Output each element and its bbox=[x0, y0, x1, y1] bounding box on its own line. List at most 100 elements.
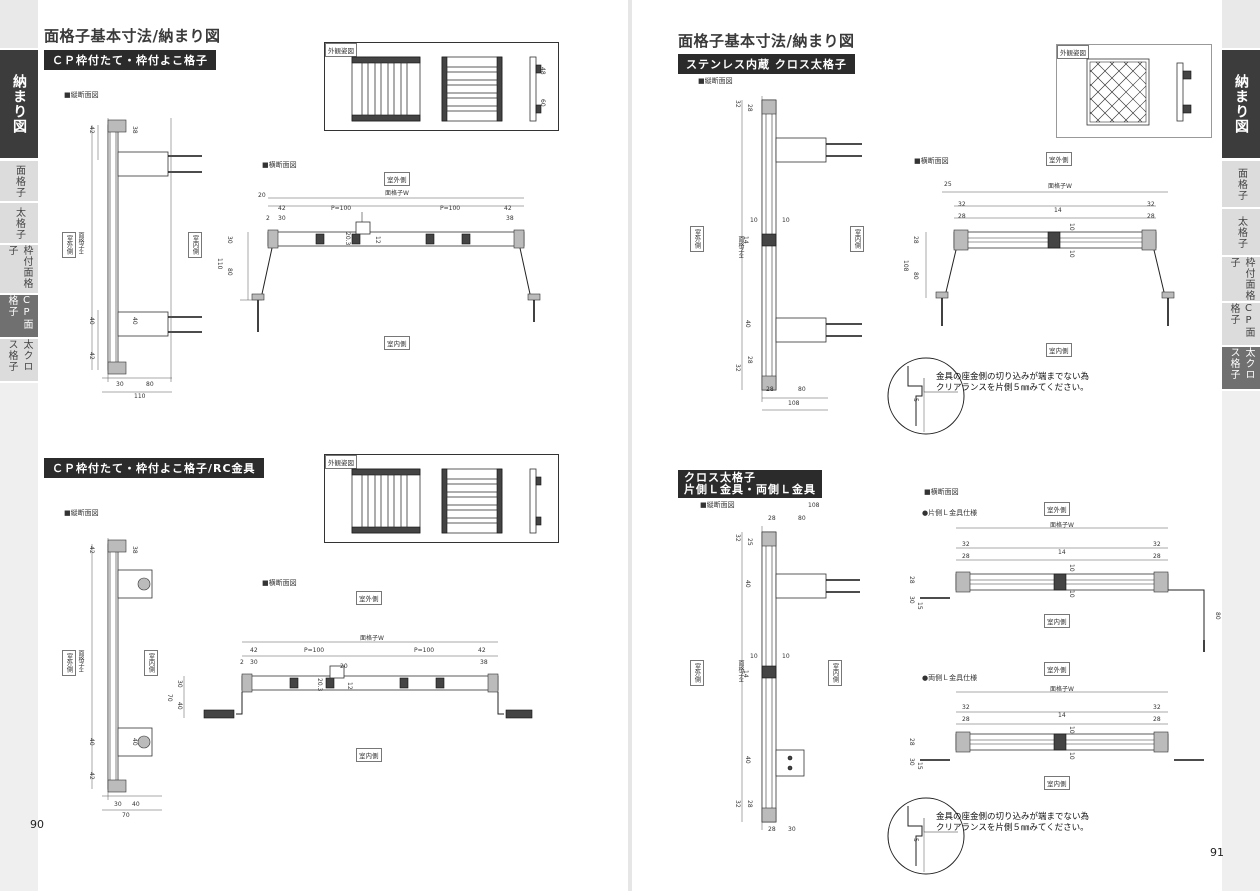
tab-cp-menkoushi-r[interactable]: CP面格子 bbox=[1222, 303, 1260, 345]
note-dim-5-2: 5 bbox=[912, 838, 919, 842]
v-outside-label-1: 室外側 bbox=[62, 232, 76, 258]
tab-futokoushi[interactable]: 太格子 bbox=[0, 203, 38, 243]
r1-hdim-v28: 28 bbox=[912, 236, 919, 244]
r1-vdim-40: 40 bbox=[744, 320, 751, 328]
horizontal-section-drawing-1 bbox=[240, 197, 541, 332]
horizontal-section-label-r1: ■横断面図 bbox=[914, 157, 949, 165]
r2-vdim-28b: 28 bbox=[746, 800, 753, 808]
r1-vdim-10a: 10 bbox=[750, 217, 758, 224]
r2-vdim-28a: 28 bbox=[768, 515, 776, 522]
width-label-2: 面格子W bbox=[360, 635, 384, 642]
tab-main-section[interactable]: 納まり図 bbox=[0, 50, 38, 158]
r1-hdim-v108: 108 bbox=[902, 260, 909, 272]
cross-lattice-drawing bbox=[1086, 58, 1192, 126]
v2dim-40a: 40 bbox=[88, 738, 95, 746]
r-v-inside-label-2: 室内側 bbox=[828, 660, 842, 686]
hdim-p100a: P=100 bbox=[331, 205, 352, 212]
r1-hdim-v10a: 10 bbox=[1068, 223, 1075, 231]
r1-hdim-28b: 28 bbox=[1147, 213, 1155, 220]
h2-dim-32a: 32 bbox=[962, 704, 970, 711]
exterior-view-drawing-2 bbox=[351, 468, 542, 534]
v2dim-38: 38 bbox=[131, 546, 138, 554]
clearance-detail-circle-2 bbox=[887, 797, 965, 875]
h2-dim-v28: 28 bbox=[908, 738, 915, 746]
r2-vdim-32b: 32 bbox=[734, 800, 741, 808]
sub-single-L: ●片側Ｌ金具仕様 bbox=[922, 509, 978, 517]
vdim-40a: 40 bbox=[88, 317, 95, 325]
index-tabs-left: 納まり図 面格子 太格子 枠付面格子 CP面格子 太クロス格子 bbox=[0, 0, 38, 891]
horizontal-section-label-1: ■横断面図 bbox=[262, 161, 297, 169]
tab-wakutsuki[interactable]: 枠付面格子 bbox=[0, 245, 38, 293]
vertical-section-drawing-1 bbox=[91, 118, 202, 393]
exterior-view-label: 外観姿図 bbox=[325, 43, 357, 57]
h2dim-38: 38 bbox=[480, 659, 488, 666]
vertical-section-drawing-r2 bbox=[741, 526, 860, 830]
r2-vdim-10b: 10 bbox=[782, 653, 790, 660]
h2-dim-v15: 15 bbox=[916, 762, 923, 770]
vertical-section-label-r1: ■縦断面図 bbox=[698, 77, 733, 85]
tab-wakutsuki-r[interactable]: 枠付面格子 bbox=[1222, 257, 1260, 301]
vdim-40b: 40 bbox=[131, 317, 138, 325]
hdim-v12: 12 bbox=[374, 236, 381, 244]
tab-blank-r bbox=[1222, 0, 1260, 48]
sub-double-L: ●両側Ｌ金具仕様 bbox=[922, 674, 978, 682]
clearance-note-2-line2: クリアランスを片側５㎜みてください。 bbox=[936, 823, 1089, 833]
r-width-label-2b: 面格子W bbox=[1050, 686, 1074, 693]
tab-blank bbox=[0, 0, 38, 48]
h2dim-v70: 70 bbox=[166, 694, 173, 702]
page-title-r: 面格子基本寸法/納まり図 bbox=[678, 32, 855, 50]
r-width-label-2a: 面格子W bbox=[1050, 522, 1074, 529]
v2dim-40: 40 bbox=[132, 801, 140, 808]
page-91: 納まり図 面格子 太格子 枠付面格子 CP面格子 太クロス格子 面格子基本寸法/… bbox=[632, 0, 1260, 891]
exterior-view-label-2: 外観姿図 bbox=[325, 455, 357, 469]
h1-dim-28a: 28 bbox=[962, 553, 970, 560]
inside-label-2: 室内側 bbox=[356, 748, 382, 762]
r-inside-label-1: 室内側 bbox=[1046, 343, 1072, 357]
h1-dim-v10b: 10 bbox=[1068, 590, 1075, 598]
r2-vdim-30: 30 bbox=[788, 826, 796, 833]
v2dim-42b: 42 bbox=[88, 772, 95, 780]
hdim-p100b: P=100 bbox=[440, 205, 461, 212]
hdim-v110: 110 bbox=[216, 258, 223, 270]
r1-hdim-32a: 32 bbox=[958, 201, 966, 208]
hdim-20: 20 bbox=[258, 192, 266, 199]
side-dim-48: 48 bbox=[539, 67, 546, 75]
h1-dim-v80: 80 bbox=[1214, 612, 1221, 620]
r-height-label-1: 面格子H bbox=[737, 236, 744, 259]
r2-vdim-40b: 40 bbox=[744, 756, 751, 764]
hdim-v20-3: 20.3 bbox=[344, 232, 351, 246]
r1-vdim-80: 80 bbox=[798, 386, 806, 393]
tab-futo-cross-r[interactable]: 太クロス格子 bbox=[1222, 347, 1260, 389]
section-header-cross-L-line2: 片側Ｌ金具・両側Ｌ金具 bbox=[684, 483, 816, 496]
h2dim-42b: 42 bbox=[478, 647, 486, 654]
h2dim-2: 2 bbox=[240, 659, 244, 666]
tab-menkoushi-r[interactable]: 面格子 bbox=[1222, 161, 1260, 207]
vertical-section-drawing-2 bbox=[91, 538, 162, 811]
hdim-2: 2 bbox=[266, 215, 270, 222]
tab-menkoushi[interactable]: 面格子 bbox=[0, 161, 38, 201]
vdim-42b: 42 bbox=[88, 352, 95, 360]
r2-vdim-14: 14 bbox=[742, 670, 749, 678]
r-inside-label-2a: 室内側 bbox=[1044, 614, 1070, 628]
r1-hdim-25: 25 bbox=[944, 181, 952, 188]
r1-vdim-32a: 32 bbox=[734, 100, 741, 108]
h2-dim-v10a: 10 bbox=[1068, 726, 1075, 734]
tab-cp-menkoushi[interactable]: CP面格子 bbox=[0, 295, 38, 337]
h2dim-20: 20 bbox=[340, 663, 348, 670]
vdim-30: 30 bbox=[116, 381, 124, 388]
note-dim-5-1: 5 bbox=[912, 398, 919, 402]
hdim-38: 38 bbox=[506, 215, 514, 222]
r-width-label-1: 面格子W bbox=[1048, 183, 1072, 190]
r2-vdim-32a: 32 bbox=[734, 534, 741, 542]
h1-dim-32a: 32 bbox=[962, 541, 970, 548]
tab-main-section-r[interactable]: 納まり図 bbox=[1222, 50, 1260, 158]
tab-futokoushi-r[interactable]: 太格子 bbox=[1222, 209, 1260, 255]
page-number-91: 91 bbox=[1210, 846, 1224, 859]
h2-dim-v10b: 10 bbox=[1068, 752, 1075, 760]
r-v-outside-label-1: 室外側 bbox=[690, 226, 704, 252]
h2-dim-14: 14 bbox=[1058, 712, 1066, 719]
vertical-section-label-1: ■縦断面図 bbox=[64, 91, 99, 99]
tab-futo-cross[interactable]: 太クロス格子 bbox=[0, 339, 38, 381]
page-title: 面格子基本寸法/納まり図 bbox=[44, 27, 221, 45]
